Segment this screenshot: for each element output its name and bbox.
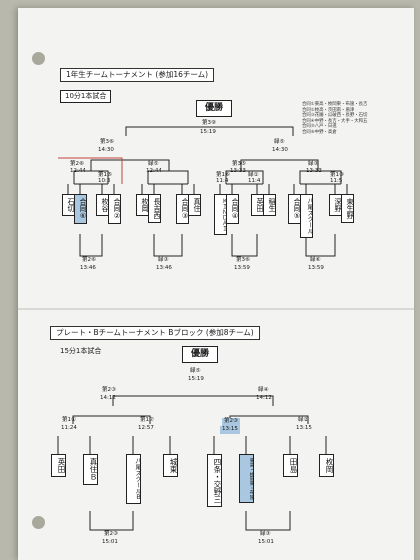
- punch-hole: [32, 516, 45, 529]
- team-box: 英田: [51, 454, 66, 477]
- top-semi-time: 14:30: [272, 147, 288, 153]
- top-bottom-label: 第3⑥: [236, 257, 250, 263]
- bottom-bottom-time: 15:01: [102, 539, 118, 545]
- team-box: 八尾スクール: [300, 194, 313, 238]
- top-r1-time: 11:4: [248, 178, 261, 184]
- top-r1-label: 第1⑤: [98, 172, 112, 178]
- bottom-r1-time: 13:15: [220, 426, 240, 434]
- top-qf1: [73, 170, 109, 184]
- top-bottom-label: 第2⑥: [82, 257, 96, 263]
- top-winner: 優勝: [196, 100, 233, 117]
- bottom-bottom-1: [89, 511, 134, 531]
- top-quarter-label: 緑③: [308, 161, 319, 167]
- bracket-lines: [57, 126, 348, 531]
- top-semi-label: 緑⑤: [274, 139, 285, 145]
- top-final-no: 第3⑨: [202, 120, 216, 126]
- top-r1-time: 11:5: [330, 178, 343, 184]
- bottom-semi-time: 14:12: [256, 395, 272, 401]
- team-box: 田島: [283, 454, 298, 477]
- top-quarter-time: 13:33: [306, 168, 322, 174]
- top-qf4: [299, 170, 342, 184]
- bottom-final-line: [112, 395, 274, 406]
- bottom-r1-time: 11:24: [61, 425, 77, 431]
- top-quarter-time: 12:44: [146, 168, 162, 174]
- top-joint-notes: 合同①東高・枚岡東・布施・長吉 合同②枚高・茨田南・盾津 合同③花園・瓜破西・長…: [302, 102, 368, 135]
- bottom-bottom-label: 緑③: [260, 531, 271, 537]
- top-bottom-2: [153, 234, 183, 257]
- top-final-line: [125, 126, 294, 136]
- top-quarter-time: 13:33: [230, 168, 246, 174]
- bottom-winner: 優勝: [182, 346, 219, 363]
- bottom-r1-label: 緑②: [298, 417, 309, 423]
- bottom-r1-label: 第2③: [222, 418, 240, 426]
- team-box: 八尾スクールＢ: [126, 454, 141, 504]
- bottom-r1-label: 第1①: [62, 417, 76, 423]
- bottom-leaf-links: [57, 436, 327, 454]
- team-box: 合同⑥: [74, 194, 87, 224]
- bottom-r1-time: 12:57: [138, 425, 154, 431]
- team-box: 長吉西: [148, 194, 161, 223]
- top-r1-label: 緑①: [248, 172, 259, 178]
- bottom-bottom-2: [245, 511, 291, 531]
- top-sf-right: [240, 159, 319, 171]
- bottom-section-title: プレート・Bチームトーナメント Bブロック (参加8チーム): [50, 326, 260, 340]
- bottom-bottom-label: 第2③: [104, 531, 118, 537]
- bottom-format: 15分1本試合: [60, 347, 102, 355]
- top-quarter-label: 緑⑤: [148, 161, 159, 167]
- top-qf3: [225, 170, 264, 184]
- top-quarter-time: 12:44: [70, 168, 86, 174]
- fold-crease: [18, 308, 414, 310]
- top-final-time: 15:19: [200, 129, 216, 135]
- top-bottom-4: [305, 234, 336, 257]
- top-semi-label: 第3⑥: [100, 139, 114, 145]
- top-format: 10分1本試合: [60, 90, 112, 103]
- bottom-semi-time: 14:12: [100, 395, 116, 401]
- top-quarter-label: 第3⑤: [232, 161, 246, 167]
- team-box: 合同④: [226, 194, 239, 224]
- bottom-sf-left: [72, 415, 151, 424]
- team-box: 真住Ｂ: [83, 454, 98, 485]
- bottom-final-no: 緑⑤: [190, 368, 201, 374]
- bottom-r1-label: 第1⑦: [140, 417, 154, 423]
- team-box: 東高・枚岡東・布施: [239, 454, 254, 504]
- team-box: 枚岡: [319, 454, 334, 477]
- team-box: 東生野: [341, 194, 354, 223]
- team-box: 真住: [188, 194, 201, 216]
- top-sf-left: [90, 159, 170, 171]
- top-bottom-time: 13:46: [80, 265, 96, 271]
- bottom-semi-label: 緑④: [258, 387, 269, 393]
- top-quarter-label: 第2⑥: [70, 161, 84, 167]
- top-bottom-label: 緑⑥: [310, 257, 321, 263]
- top-bottom-3: [231, 234, 258, 257]
- top-bottom-label: 緑③: [158, 257, 169, 263]
- top-bottom-1: [79, 234, 103, 257]
- red-mark: [58, 157, 123, 184]
- top-qf2: [147, 170, 189, 184]
- bottom-final-time: 15:19: [188, 376, 204, 382]
- top-bottom-time: 13:59: [308, 265, 324, 271]
- paper-sheet: 1年生チームトーナメント (参加16チーム) 10分1本試合 優勝 第3⑨ 15…: [18, 8, 414, 560]
- bottom-r1-time: 13:15: [296, 425, 312, 431]
- bottom-semi-label: 第2③: [102, 387, 116, 393]
- bottom-bottom-time: 15:01: [258, 539, 274, 545]
- team-box: 四条・交野三: [207, 454, 222, 507]
- top-r1-label: 第1⑥: [216, 172, 230, 178]
- top-semi-time: 14:30: [98, 147, 114, 153]
- top-bottom-time: 13:46: [156, 265, 172, 271]
- top-section-title: 1年生チームトーナメント (参加16チーム): [60, 68, 215, 82]
- bottom-sf-right: [229, 415, 309, 424]
- top-r1-time: 11:4: [216, 178, 229, 184]
- top-r1-label: 第1③: [330, 172, 344, 178]
- top-bottom-time: 13:59: [234, 265, 250, 271]
- team-box: 城東: [163, 454, 178, 477]
- top-r1-time: 10:3: [98, 178, 111, 184]
- punch-hole: [32, 52, 45, 65]
- team-box: 合同②: [108, 194, 121, 224]
- team-box: 稲生: [263, 194, 276, 216]
- top-leaf-links: [67, 184, 348, 194]
